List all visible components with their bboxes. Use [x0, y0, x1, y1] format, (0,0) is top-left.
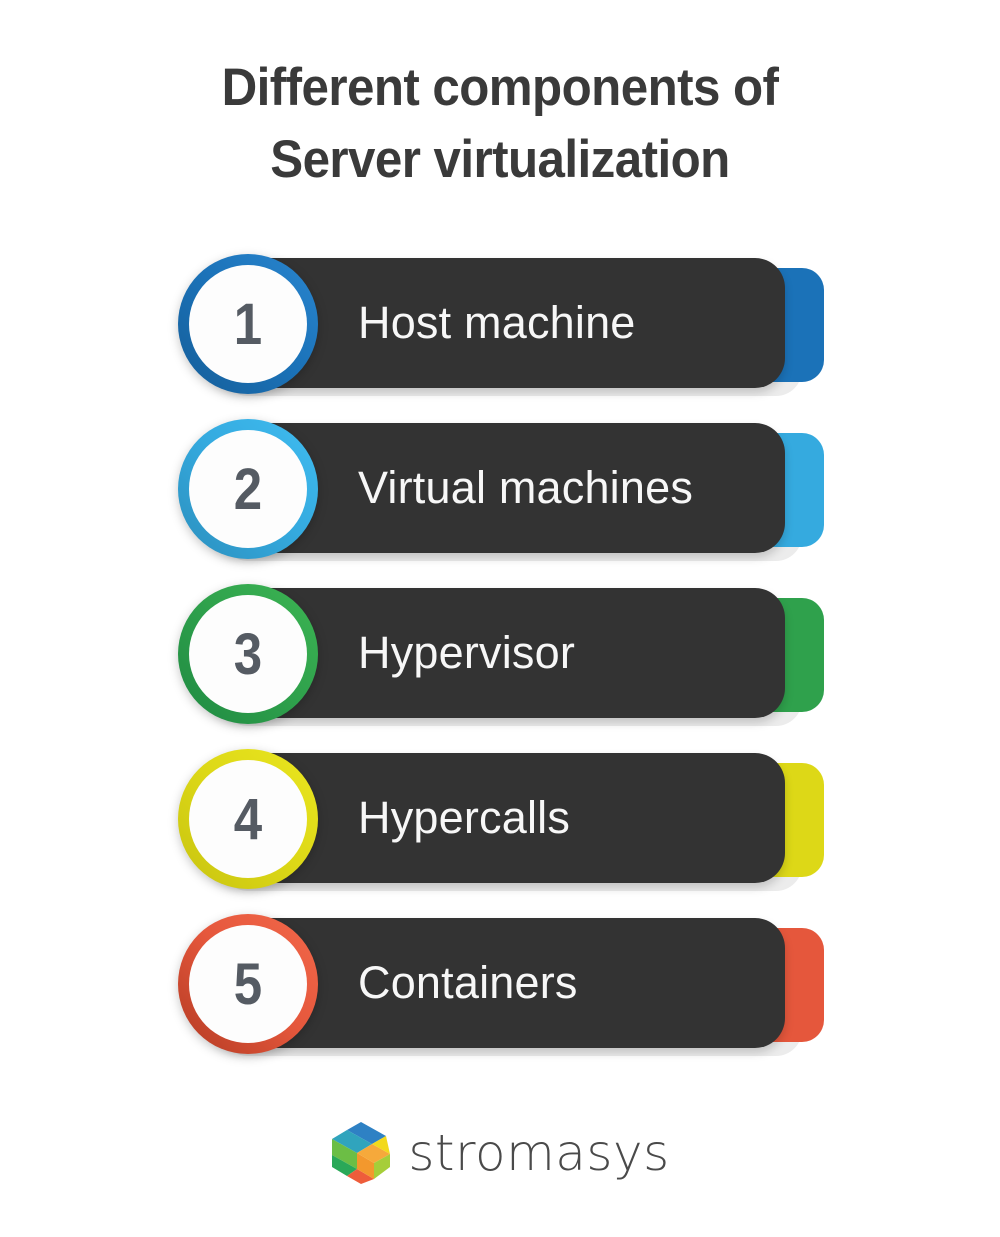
list-item-number: 3: [233, 621, 263, 687]
badge-disc: [189, 430, 307, 548]
page-title-line-2: Server virtualization: [270, 130, 730, 189]
brand-logo: stromasys: [0, 1120, 1000, 1186]
logo-facets: [332, 1122, 391, 1184]
list-item-number-badge: 1: [178, 254, 318, 394]
list-item-number: 4: [233, 786, 263, 852]
page-title: Different components of Server virtualiz…: [0, 52, 1000, 196]
list-item-label: Virtual machines: [358, 462, 694, 513]
list-item[interactable]: Containers 5: [0, 912, 1000, 1077]
list-item-number-badge: 5: [178, 914, 318, 1054]
list-item-label: Containers: [358, 957, 578, 1008]
list-item-label: Hypervisor: [358, 627, 576, 678]
page-title-line-1: Different components of: [221, 58, 779, 117]
list-item[interactable]: Hypervisor 3: [0, 582, 1000, 747]
list-item-number-badge: 4: [178, 749, 318, 889]
list-item[interactable]: Host machine 1: [0, 252, 1000, 417]
badge-disc: [189, 595, 307, 713]
list-item-label: Host machine: [358, 297, 636, 348]
list-item-label: Hypercalls: [358, 792, 571, 843]
stromasys-mark-icon: [332, 1122, 391, 1184]
list-item-number-badge: 2: [178, 419, 318, 559]
list-item-number: 1: [233, 291, 263, 357]
brand-logo-text: stromasys: [408, 1124, 670, 1182]
list-item-number: 5: [233, 951, 263, 1017]
row-bar[interactable]: Hypervisor: [210, 588, 785, 718]
badge-disc: [189, 265, 307, 383]
badge-disc: [189, 925, 307, 1043]
list-item[interactable]: Hypercalls 4: [0, 747, 1000, 912]
list-item[interactable]: Virtual machines 2: [0, 417, 1000, 582]
list-item-number: 2: [233, 456, 263, 522]
badge-disc: [189, 760, 307, 878]
list-item-number-badge: 3: [178, 584, 318, 724]
component-list: Host machine 1 Virtual machines 2 Hyperv…: [0, 252, 1000, 1077]
